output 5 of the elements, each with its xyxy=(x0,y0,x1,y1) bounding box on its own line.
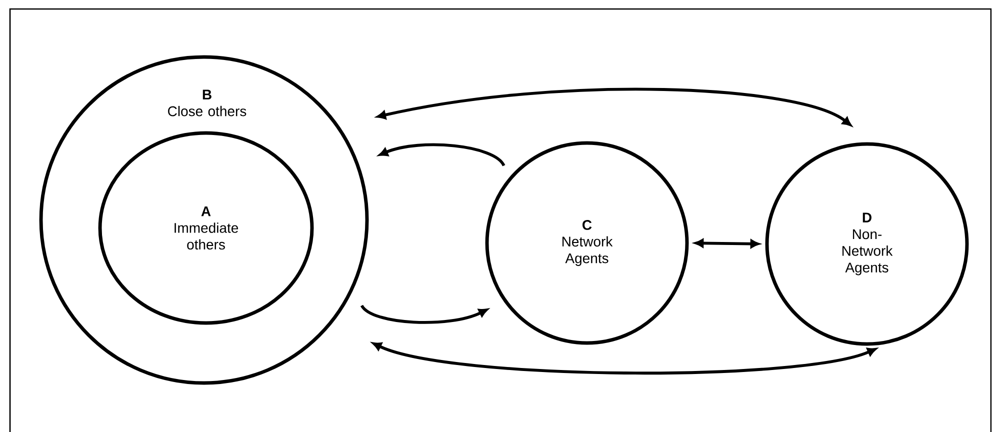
arrow xyxy=(694,238,760,248)
arrow xyxy=(372,342,876,374)
arrow xyxy=(378,143,506,166)
arrow xyxy=(376,88,852,126)
arrow xyxy=(360,304,488,324)
